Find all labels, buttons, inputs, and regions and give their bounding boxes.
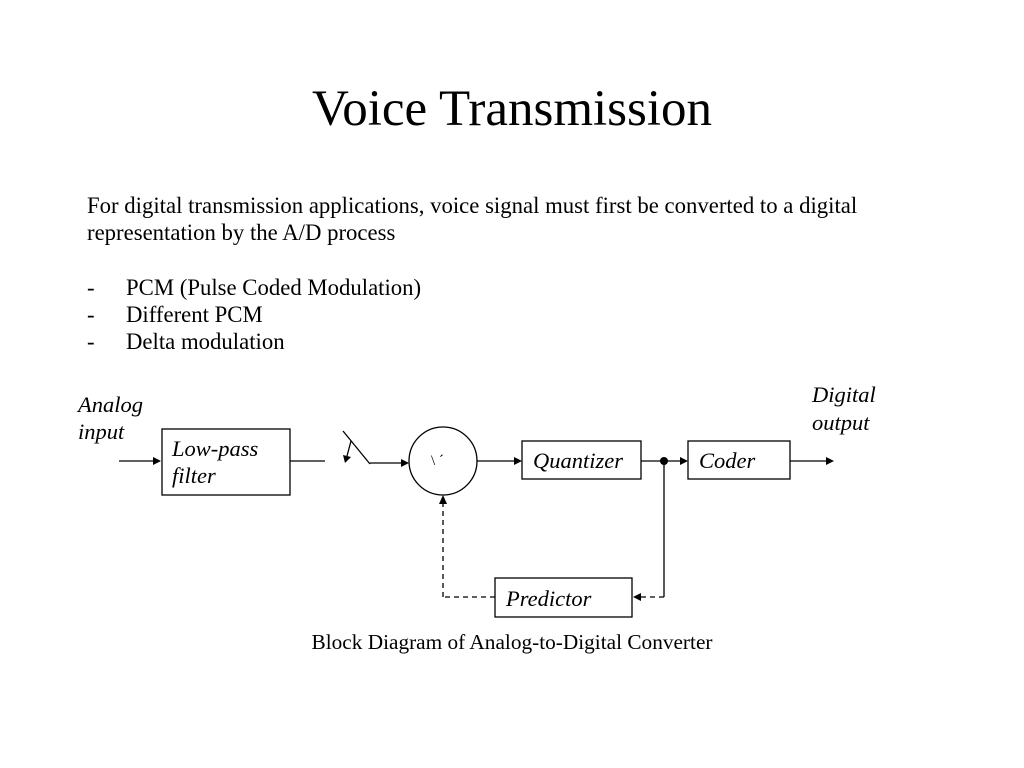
- input-label-line: Analog: [76, 392, 143, 417]
- low-pass-filter-label: filter: [172, 463, 216, 488]
- intro-line: representation by the A/D process: [87, 220, 396, 246]
- input-label-line: input: [78, 419, 125, 444]
- sampler-switch-blade: [342, 430, 371, 465]
- low-pass-filter-label: Low-pass: [171, 436, 259, 461]
- bullet-list: - PCM (Pulse Coded Modulation) - Differe…: [87, 274, 687, 356]
- sampler-switch-arrowhead: [343, 455, 351, 463]
- quantizer-block: [521, 440, 642, 480]
- bullet-item: - Delta modulation: [87, 328, 687, 355]
- bullet-item: - Different PCM: [87, 301, 687, 328]
- feedback-to-predictor-arrowhead: [633, 593, 641, 601]
- predictor-to-summer-arrowhead: [439, 495, 447, 504]
- bullet-text: PCM (Pulse Coded Modulation): [126, 274, 422, 300]
- slide-title: Voice Transmission: [311, 81, 713, 137]
- diagram-caption: Block Diagram of Analog-to-Digital Conve…: [311, 630, 713, 654]
- bullet-text: Delta modulation: [126, 329, 285, 355]
- predictor-label: Predictor: [505, 586, 592, 611]
- bullet-marker: -: [87, 302, 95, 328]
- bullet-text: Different PCM: [126, 302, 263, 328]
- intro-paragraph: For digital transmission applications, v…: [87, 192, 857, 247]
- quantizer-to-coder-arrowhead: [680, 457, 688, 465]
- summer-to-quantizer-arrowhead: [514, 457, 522, 465]
- coder-block: [687, 440, 791, 480]
- output-arrowhead: [826, 457, 834, 465]
- output-label-line: Digital: [811, 382, 876, 407]
- sampler-to-summer-arrowhead: [401, 459, 409, 467]
- quantizer-label: Quantizer: [533, 448, 623, 473]
- bullet-marker: -: [87, 329, 95, 355]
- summing-junction-symbol: \ ´: [431, 453, 444, 469]
- intro-line: For digital transmission applications, v…: [87, 193, 858, 218]
- coder-label: Coder: [699, 448, 755, 473]
- bullet-item: - PCM (Pulse Coded Modulation): [87, 274, 687, 301]
- input-arrowhead: [153, 457, 161, 465]
- bullet-marker: -: [87, 274, 95, 300]
- low-pass-filter-block: [161, 428, 291, 496]
- predictor-block: [494, 577, 633, 618]
- output-label-line: output: [812, 410, 870, 435]
- sampler-switch-arrow-line: [346, 440, 352, 457]
